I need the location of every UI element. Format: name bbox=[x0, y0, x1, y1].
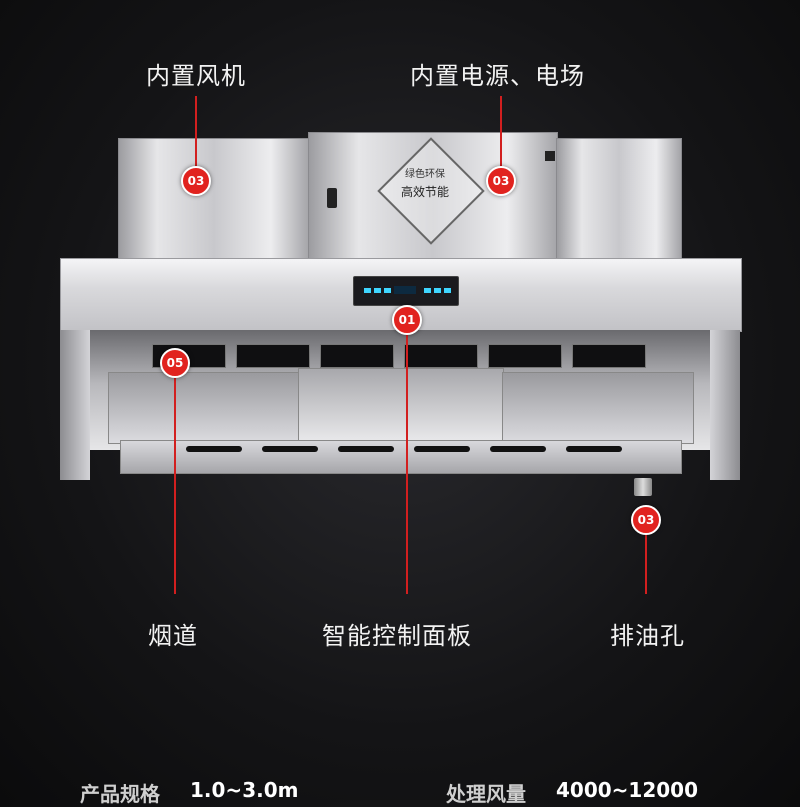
lock-icon bbox=[545, 151, 555, 161]
oil-drain-spout bbox=[634, 478, 652, 496]
badge-drain: 03 bbox=[631, 505, 661, 535]
hood-right-side bbox=[710, 330, 740, 480]
fan-compartment bbox=[118, 138, 310, 262]
spec-size-value: 1.0~3.0m bbox=[190, 778, 299, 802]
oil-trough bbox=[120, 440, 682, 474]
leader-line-panel bbox=[406, 334, 408, 594]
label-built-in-power: 内置电源、电场 bbox=[410, 62, 585, 90]
filter-panel bbox=[502, 372, 694, 444]
flue-vent bbox=[236, 344, 310, 368]
label-smart-panel: 智能控制面板 bbox=[322, 622, 472, 650]
badge-flue: 05 bbox=[160, 348, 190, 378]
label-flue: 烟道 bbox=[148, 622, 198, 650]
badge-power: 03 bbox=[486, 166, 516, 196]
flue-vent bbox=[320, 344, 394, 368]
badge-panel: 01 bbox=[392, 305, 422, 335]
stamp-text-2: 高效节能 bbox=[401, 185, 450, 199]
leader-line-power bbox=[500, 96, 502, 178]
badge-fan: 03 bbox=[181, 166, 211, 196]
leader-line-fan bbox=[195, 96, 197, 178]
filter-panel bbox=[298, 368, 504, 446]
label-drain-hole: 排油孔 bbox=[610, 622, 685, 650]
spec-size-label: 产品规格 bbox=[80, 782, 160, 806]
stamp-text-1: 绿色环保 bbox=[405, 169, 445, 180]
label-built-in-fan: 内置风机 bbox=[146, 62, 246, 90]
cabinet-handle bbox=[327, 188, 337, 208]
leader-line-drain bbox=[645, 534, 647, 594]
filter-panel bbox=[108, 372, 300, 444]
hood-left-side bbox=[60, 330, 90, 480]
smart-control-panel bbox=[353, 276, 459, 306]
spec-air-label: 处理风量 bbox=[446, 782, 526, 806]
power-compartment: 绿色环保 高效节能 bbox=[308, 132, 558, 262]
flue-vent bbox=[404, 344, 478, 368]
flue-vent bbox=[572, 344, 646, 368]
spec-air-value: 4000~12000 bbox=[556, 778, 699, 802]
flue-vent bbox=[488, 344, 562, 368]
leader-line-flue bbox=[174, 376, 176, 594]
side-compartment bbox=[556, 138, 682, 262]
